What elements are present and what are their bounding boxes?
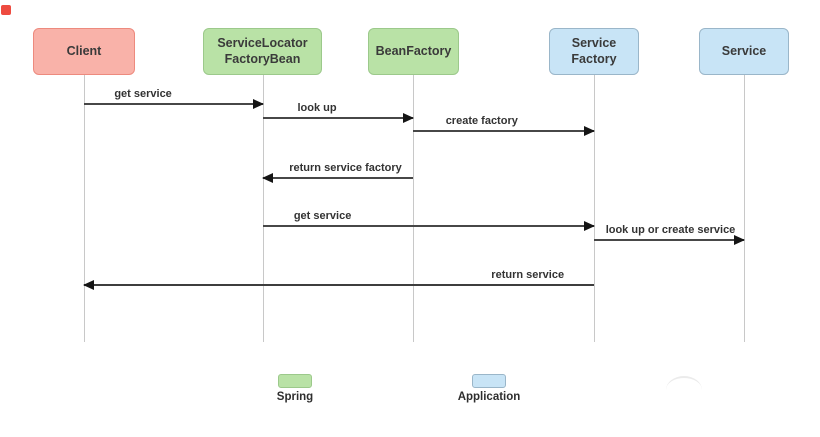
- arrowhead-left-icon: [83, 280, 94, 290]
- message-label: get service: [114, 88, 172, 100]
- red-square-marker: [1, 5, 11, 15]
- arrow-line: [594, 239, 744, 241]
- actor-beanfactory: BeanFactory: [368, 28, 459, 75]
- actor-client: Client: [33, 28, 135, 75]
- arrowhead-left-icon: [262, 173, 273, 183]
- message-label: return service factory: [289, 162, 402, 174]
- legend-label: Spring: [276, 391, 314, 403]
- message-label: get service: [293, 210, 352, 222]
- lifeline-client: [83, 75, 85, 342]
- legend-item-spring: Spring: [262, 374, 328, 403]
- message-label: return service: [491, 269, 565, 281]
- application-color-swatch: [472, 374, 506, 388]
- legend-item-application: Application: [450, 374, 528, 403]
- message-label: look up or create service: [605, 224, 736, 236]
- arrowhead-right-icon: [584, 126, 595, 136]
- arrowhead-right-icon: [253, 99, 264, 109]
- lifeline-servicelocatorfactorybean: [262, 75, 264, 342]
- legend-label: Application: [457, 391, 521, 403]
- arrow-line: [84, 284, 594, 286]
- arrow-line: [84, 103, 263, 105]
- spring-color-swatch: [278, 374, 312, 388]
- arrow-line: [413, 130, 594, 132]
- lifeline-service: [743, 75, 745, 342]
- message-label: create factory: [445, 115, 518, 127]
- watermark-arc: [666, 376, 702, 390]
- arrow-line: [263, 225, 594, 227]
- arrowhead-right-icon: [734, 235, 745, 245]
- actor-service: Service: [699, 28, 789, 75]
- message-label: look up: [297, 102, 337, 114]
- arrow-line: [263, 177, 413, 179]
- actor-service-factory: Service Factory: [549, 28, 639, 75]
- arrowhead-right-icon: [584, 221, 595, 231]
- lifeline-service-factory: [593, 75, 595, 342]
- arrow-line: [263, 117, 413, 119]
- arrowhead-right-icon: [403, 113, 414, 123]
- lifeline-beanfactory: [413, 75, 414, 342]
- actor-servicelocatorfactorybean: ServiceLocator FactoryBean: [203, 28, 322, 75]
